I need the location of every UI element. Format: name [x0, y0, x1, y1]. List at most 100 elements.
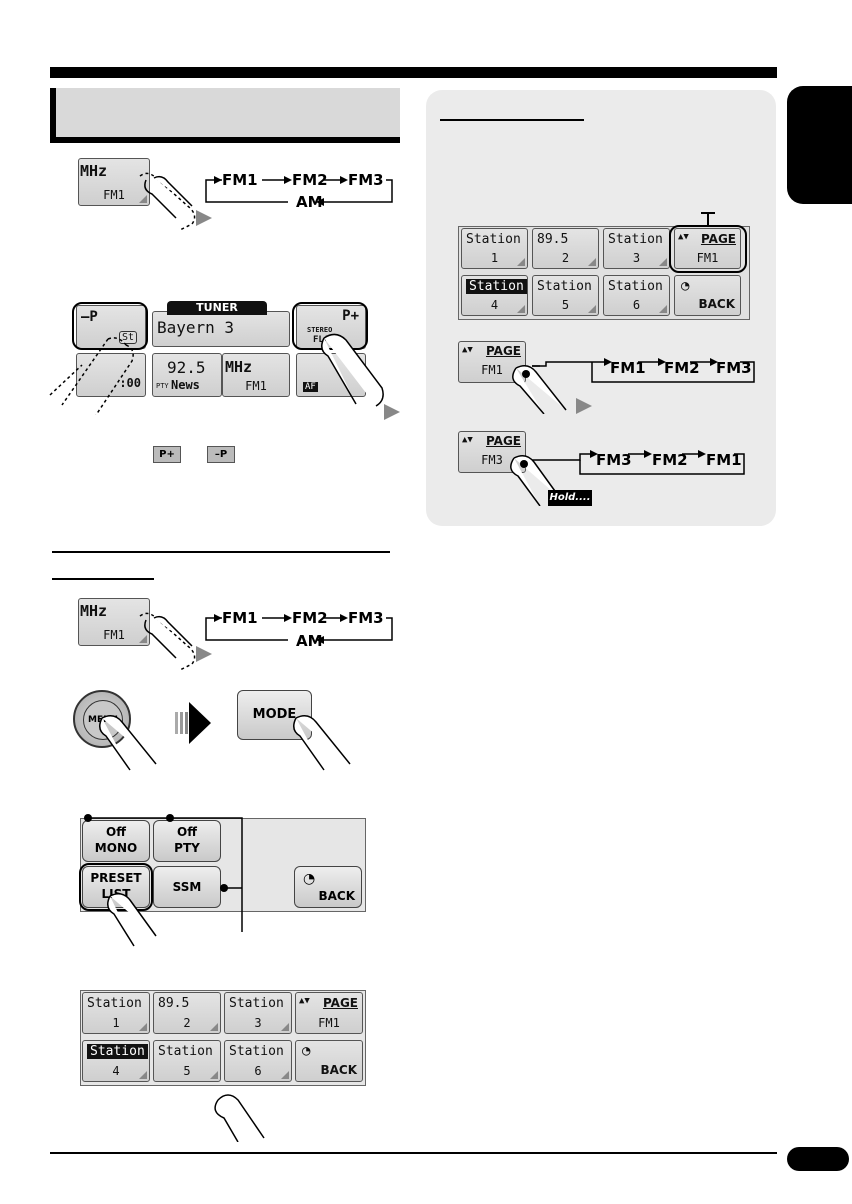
- band-cycle-fm1: FM1: [222, 171, 258, 189]
- af-label: AF: [303, 382, 318, 392]
- preset-key-bottom: 5: [183, 1064, 191, 1078]
- preset-key-top: Station: [229, 1044, 284, 1059]
- stereo-indicator: STEREO: [307, 326, 333, 334]
- hand-pointer-icon: [107, 893, 157, 947]
- hand-pointer-icon: [321, 333, 384, 407]
- reverse-cycle-fm1: FM1: [706, 451, 742, 469]
- page-cycle-arrows: [531, 358, 755, 383]
- reverse-cycle-fm2: FM2: [652, 451, 688, 469]
- minus-p-label: –P: [81, 309, 98, 325]
- panel-preset-key-5[interactable]: Station 4: [461, 275, 528, 316]
- page-cycle-fm2: FM2: [664, 359, 700, 377]
- page-label: PAGE: [485, 434, 521, 448]
- corner-mark: [139, 1023, 147, 1031]
- preset-line1: PRESET: [90, 871, 142, 885]
- preset-key-top: Station: [229, 996, 284, 1011]
- minus-p-button[interactable]: –P St: [76, 305, 146, 349]
- page-button[interactable]: ▲▼ PAGE FM1: [458, 341, 526, 383]
- panel-preset-key-1[interactable]: Station 1: [461, 228, 528, 269]
- inline-plus-p-text: P+: [159, 449, 175, 460]
- station-name: Bayern 3: [157, 318, 235, 337]
- mode-label: MODE: [252, 707, 297, 722]
- preset-key-bottom: 1: [490, 251, 499, 265]
- tuner-title-tab: TUNER: [167, 301, 267, 315]
- page-cycle-fm3: FM3: [716, 359, 752, 377]
- corner-mark: [281, 1071, 289, 1079]
- back-label: BACK: [318, 889, 355, 903]
- page-up-down-icon: ▲▼: [462, 345, 473, 355]
- preset-key-top: BACK: [698, 297, 735, 311]
- preset-key-bottom: FM1: [696, 251, 719, 265]
- station-name-display: Bayern 3: [152, 311, 290, 347]
- preset-key-bottom: 2: [183, 1016, 191, 1030]
- corner-mark: [659, 258, 667, 266]
- timer-icon: ◔: [303, 871, 316, 887]
- panel-preset-key-8[interactable]: ◔ BACK: [674, 275, 741, 316]
- mono-label: MONO: [94, 841, 138, 855]
- section-rule: [52, 551, 390, 553]
- frequency-value: 92.5: [167, 358, 206, 377]
- hand-pointer-icon: [139, 172, 196, 230]
- preset-key-top: Station: [608, 232, 663, 247]
- bottom-rule: [50, 1152, 777, 1154]
- preset-key-top: PAGE: [700, 232, 736, 246]
- mono-value: Off: [106, 825, 126, 839]
- callout-lines: [84, 814, 243, 932]
- pty-tag: PTY: [156, 382, 169, 390]
- pty-value: News: [171, 378, 200, 392]
- corner-mark: [588, 305, 596, 313]
- list-preset-key-4[interactable]: ▲▼ PAGE FM1: [295, 992, 363, 1034]
- mhz-band-button[interactable]: MHz FM1: [78, 598, 150, 646]
- corner-mark: [210, 1071, 218, 1079]
- pty-label: PTY: [174, 841, 200, 855]
- timer-icon: ◔: [681, 278, 690, 294]
- page-up-down-icon: ▲▼: [299, 996, 310, 1006]
- back-button[interactable]: ◔ BACK: [294, 866, 362, 908]
- corner-mark: [139, 635, 147, 643]
- preset-key-top: PAGE: [322, 996, 358, 1010]
- preset-key-bottom: 4: [490, 298, 499, 312]
- mhz-band-button[interactable]: MHz FM1: [78, 158, 150, 206]
- ssm-label: SSM: [172, 880, 202, 894]
- list-preset-key-8[interactable]: ◔BACK: [295, 1040, 363, 1082]
- arrow-right-icon: [175, 702, 211, 744]
- band-cycle-am: AM: [296, 193, 323, 211]
- highlight-ring-page: [669, 225, 747, 273]
- arrow-right-icon: [384, 404, 400, 420]
- inline-minus-p-text: –P: [214, 449, 228, 460]
- corner-mark: [210, 1023, 218, 1031]
- preset-key-top: Station: [466, 279, 527, 294]
- hand-pointer-icon: [512, 365, 567, 414]
- corner-mark: [139, 1071, 147, 1079]
- band-cycle-fm3: FM3: [348, 171, 384, 189]
- reverse-cycle-fm3: FM3: [596, 451, 632, 469]
- preset-key-top: Station: [466, 232, 521, 247]
- screen-band: FM1: [245, 379, 267, 393]
- band-label: FM1: [103, 188, 125, 202]
- mhz-band-button-screen[interactable]: MHz FM1: [222, 353, 290, 397]
- mhz-label: MHz: [80, 602, 108, 620]
- preset-key-top: Station: [87, 1044, 148, 1059]
- pty-button[interactable]: Off PTY: [153, 820, 221, 862]
- preset-key-bottom: FM1: [318, 1016, 340, 1030]
- mono-button[interactable]: Off MONO: [82, 820, 150, 862]
- ssm-button[interactable]: SSM: [153, 866, 221, 908]
- plus-p-label: P+: [342, 308, 359, 324]
- band-cycle-fm3: FM3: [348, 609, 384, 627]
- preset-key-bottom: 1: [112, 1016, 120, 1030]
- hand-pointer-icon: [293, 715, 351, 771]
- preset-key-top: 89.5: [158, 996, 190, 1011]
- preset-key-bottom: 6: [632, 298, 641, 312]
- arrow-right-icon: [576, 398, 592, 414]
